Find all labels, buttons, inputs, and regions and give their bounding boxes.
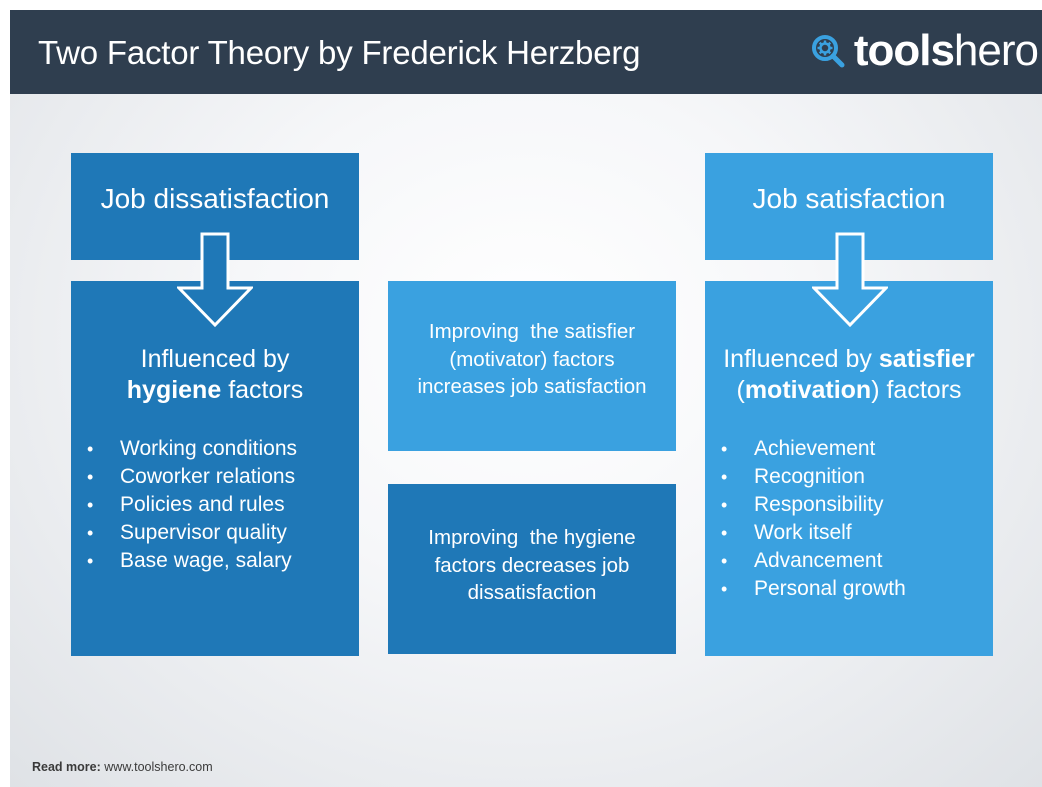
list-item: Supervisor quality <box>87 519 297 547</box>
job-dissatisfaction-label: Job dissatisfaction <box>100 183 330 214</box>
magnifier-gear-icon <box>811 35 845 68</box>
list-item: Working conditions <box>87 435 297 463</box>
satisfier-heading: Influenced by satisfier (motivation) fac… <box>705 344 993 406</box>
satisfier-effect-line: increases job satisfaction <box>417 375 647 398</box>
satisfier-factors-box: Influenced by satisfier (motivation) fac… <box>705 281 993 656</box>
list-item: Recognition <box>721 463 906 491</box>
read-more-footer: Read more: www.toolshero.com <box>32 760 213 774</box>
satisfier-heading-open: ( <box>736 376 745 404</box>
satisfier-effect-line: (motivator) factors <box>449 347 615 371</box>
job-dissatisfaction-box: Job dissatisfaction <box>71 153 359 260</box>
list-item: Work itself <box>721 519 906 547</box>
hygiene-factor-list: Working conditions Coworker relations Po… <box>87 435 297 575</box>
hygiene-heading-bold: hygiene <box>126 376 222 404</box>
list-item: Base wage, salary <box>87 547 297 575</box>
satisfier-heading-line1: Influenced by satisfier <box>705 344 993 375</box>
slide: Two Factor Theory by Frederick Herzberg … <box>10 10 1042 787</box>
hygiene-heading: Influenced by hygiene factors <box>71 344 359 406</box>
list-item: Achievement <box>721 435 906 463</box>
down-arrow-icon <box>812 232 888 328</box>
satisfier-factor-list: Achievement Recognition Responsibility W… <box>721 435 906 603</box>
list-item: Policies and rules <box>87 491 297 519</box>
motivation-heading-bold: motivation <box>744 376 872 404</box>
list-item: Coworker relations <box>87 463 297 491</box>
hygiene-effect-box: Improving the hygiene factors decreases … <box>388 484 676 654</box>
header-bar: Two Factor Theory by Frederick Herzberg … <box>10 10 1042 94</box>
satisfier-heading-pre: Influenced by <box>723 345 879 373</box>
list-item: Responsibility <box>721 491 906 519</box>
hygiene-effect-line: factors decreases job <box>434 553 630 577</box>
satisfier-effect-text: Improving the satisfier (motivator) fact… <box>388 318 676 401</box>
satisfier-effect-line: Improving the satisfier <box>428 320 636 343</box>
list-item: Advancement <box>721 547 906 575</box>
read-more-label: Read more: <box>32 760 101 774</box>
brand-wordmark-light: hero <box>953 26 1039 75</box>
hygiene-heading-line2: hygiene factors <box>71 375 359 406</box>
hygiene-effect-line: dissatisfaction <box>467 581 597 604</box>
hygiene-heading-rest: factors <box>221 376 304 404</box>
brand-wordmark-bold: tools <box>853 26 955 75</box>
hygiene-heading-line1: Influenced by <box>140 345 290 373</box>
hygiene-factors-box: Influenced by hygiene factors Working co… <box>71 281 359 656</box>
satisfier-heading-bold: satisfier <box>878 345 975 373</box>
brand-wordmark: toolshero <box>853 26 1039 76</box>
brand-logo: toolshero <box>810 26 1039 76</box>
list-item: Personal growth <box>721 575 906 603</box>
hygiene-effect-text: Improving the hygiene factors decreases … <box>388 524 676 607</box>
down-arrow-icon <box>177 232 253 328</box>
hygiene-effect-line: Improving the hygiene <box>428 526 636 549</box>
satisfier-heading-close: ) factors <box>871 376 962 404</box>
page-title: Two Factor Theory by Frederick Herzberg <box>38 34 641 71</box>
read-more-link[interactable]: www.toolshero.com <box>104 760 213 774</box>
satisfier-effect-box: Improving the satisfier (motivator) fact… <box>388 281 676 451</box>
job-satisfaction-label: Job satisfaction <box>752 183 946 214</box>
satisfier-heading-line2: (motivation) factors <box>705 375 993 406</box>
